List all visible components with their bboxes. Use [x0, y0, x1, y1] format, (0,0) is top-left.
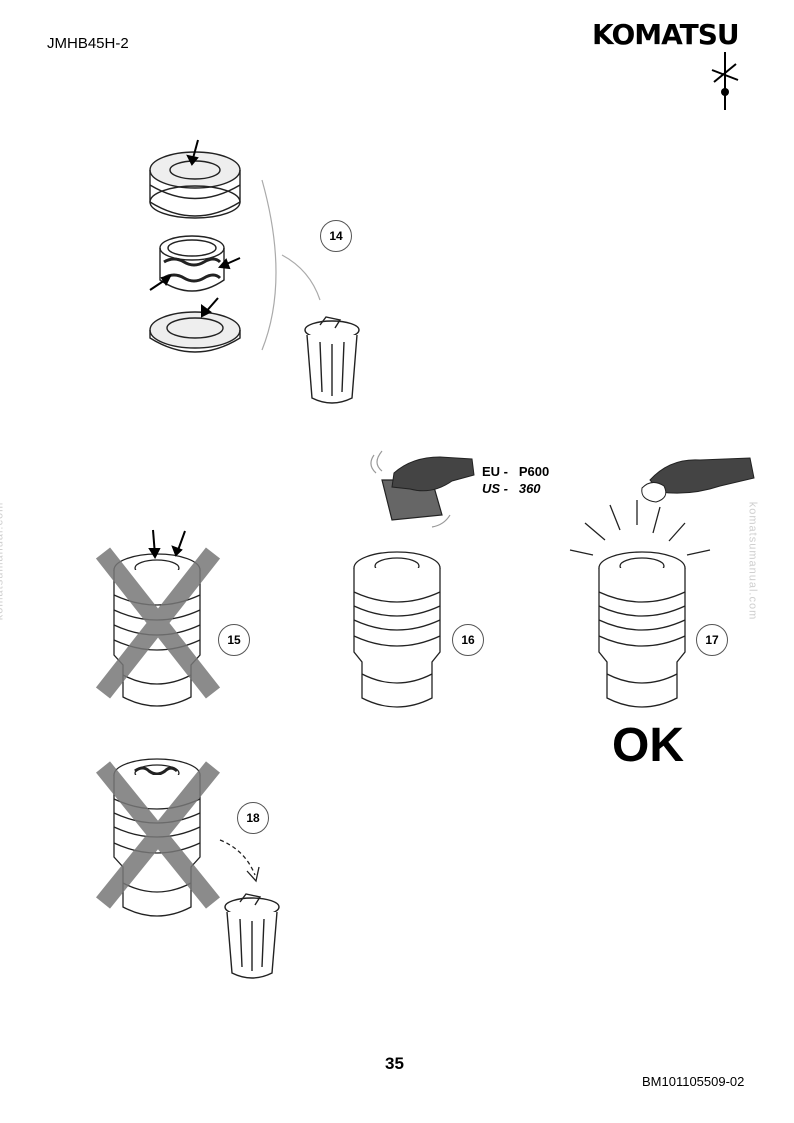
- arrow-icon: [219, 839, 256, 876]
- step17-hand-cloth: [641, 457, 755, 503]
- arrow-icon: [148, 529, 186, 560]
- step-18-badge: 18: [237, 802, 269, 834]
- ok-label: OK: [612, 719, 684, 772]
- us-label: US -: [482, 481, 508, 496]
- wrench-mark-icon: [711, 52, 739, 110]
- step17-shine-lines: [569, 500, 711, 556]
- step18-illustration: [96, 758, 280, 979]
- hand-icon: [649, 457, 755, 494]
- trash-bin-icon: [224, 893, 280, 979]
- abrasive-grade-label: EU - P600 US - 360: [482, 463, 549, 497]
- watermark-left: komatsumanual.com: [0, 501, 6, 621]
- document-reference: BM101105509-02: [642, 1074, 745, 1089]
- cross-mark-icon: [96, 761, 220, 909]
- step14-illustration: [149, 139, 360, 404]
- hand-icon: [391, 456, 475, 492]
- arrow-icon: [149, 139, 241, 318]
- step-15-badge: 15: [218, 624, 250, 656]
- document-code: JMHB45H-2: [47, 35, 129, 52]
- step15-illustration: [95, 529, 221, 707]
- trash-bin-icon: [304, 316, 360, 404]
- step-17-badge: 17: [696, 624, 728, 656]
- step-16-badge: 16: [452, 624, 484, 656]
- eu-grit-value: P600: [518, 464, 550, 479]
- page-number: 35: [385, 1054, 404, 1073]
- eu-label: EU -: [482, 464, 508, 479]
- us-grit-value: 360: [518, 481, 541, 496]
- step16-sandpaper-hand: [370, 450, 475, 528]
- step17-bearing: [598, 551, 686, 708]
- cross-mark-icon: [95, 547, 221, 699]
- cloth-icon: [641, 482, 667, 503]
- step-14-badge: 14: [320, 220, 352, 252]
- step16-bearing: [353, 551, 441, 708]
- komatsu-logo: KOMATSU: [592, 18, 740, 51]
